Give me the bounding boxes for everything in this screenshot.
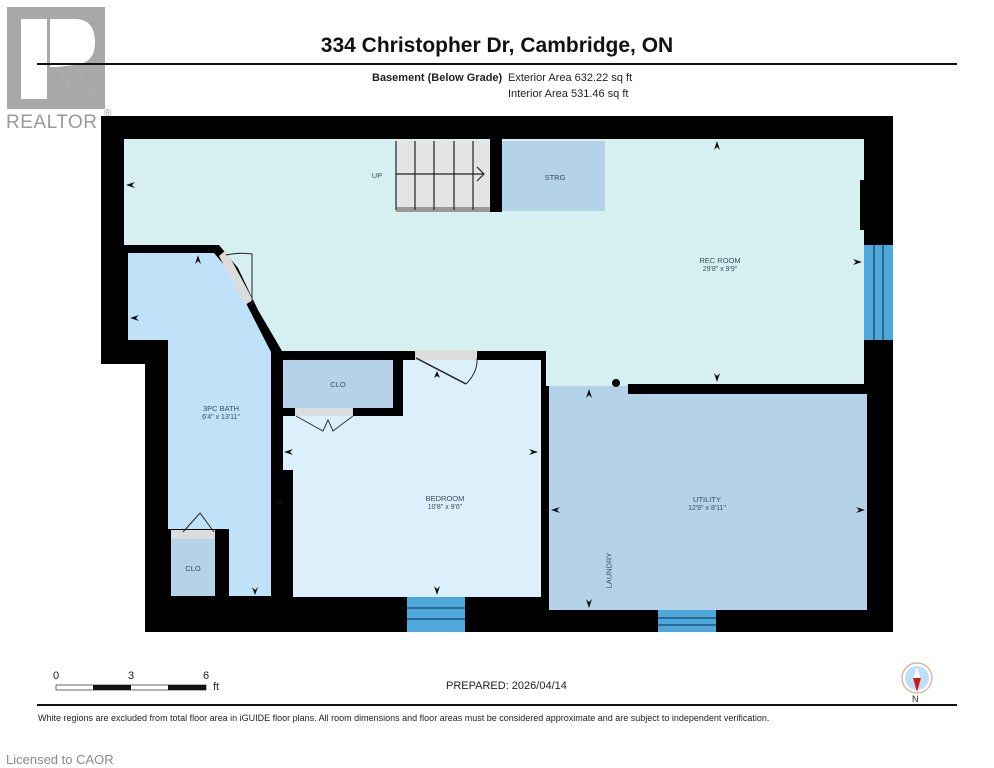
- realtor-logo: [7, 7, 105, 109]
- room-label-storage: STRG: [544, 173, 566, 182]
- room-name: BEDROOM: [425, 494, 465, 503]
- bath-area: [128, 253, 271, 596]
- room-label-bedroom: BEDROOM 10'8" x 9'6": [410, 494, 480, 512]
- storage-area: [502, 141, 605, 211]
- laundry-label: LAUNDRY: [604, 552, 614, 589]
- scale-label-6: 6: [203, 670, 210, 682]
- realtor-wordmark: REALTOR: [6, 112, 98, 133]
- footer-divider: [37, 704, 957, 706]
- room-dimensions: 6'4" x 13'11": [202, 414, 240, 421]
- compass-icon: [901, 662, 933, 694]
- realtor-r-icon: [21, 19, 95, 99]
- room-label-bath: 3PC BATH 6'4" x 13'11": [186, 404, 256, 422]
- room-label-bedroom-closet: CLO: [330, 380, 346, 389]
- license-watermark: Licensed to CAOR: [6, 752, 114, 767]
- room-dimensions: 12'9" x 8'11": [688, 505, 726, 512]
- interior-area: Interior Area 531.46 sq ft: [508, 88, 629, 100]
- room-name: 3PC BATH: [202, 404, 240, 413]
- window-east: [864, 245, 893, 340]
- room-label-utility: UTILITY 12'9" x 8'11": [672, 495, 742, 513]
- utility-area: [549, 386, 867, 610]
- scale-labels: 0 3 6: [53, 670, 209, 682]
- scale-label-0: 0: [53, 670, 60, 682]
- room-name: REC ROOM: [699, 256, 741, 265]
- stairs-up-label: UP: [371, 171, 383, 180]
- stairs: [395, 139, 502, 212]
- prepared-date: PREPARED: 2026/04/14: [446, 680, 567, 692]
- room-label-rec-room: REC ROOM 29'8" x 9'9": [685, 256, 755, 274]
- dimension-arrows: [126, 141, 865, 608]
- scale-bar: [55, 684, 207, 691]
- room-label-bath-closet: CLO: [185, 564, 201, 573]
- title-divider: [37, 63, 957, 65]
- window-utility: [658, 610, 716, 632]
- room-dimensions: 29'8" x 9'9": [702, 266, 738, 273]
- registered-mark: ®: [104, 108, 112, 119]
- exterior-area: Exterior Area 632.22 sq ft: [508, 72, 633, 84]
- scale-unit: ft: [213, 681, 220, 693]
- rec-room-area: [124, 139, 864, 394]
- compass-north-label: N: [912, 694, 919, 704]
- bath-closet: [171, 539, 215, 596]
- disclaimer-text: White regions are excluded from total fl…: [38, 713, 770, 723]
- page-title: 334 Christopher Dr, Cambridge, ON: [320, 34, 674, 57]
- floor-level-label: Basement (Below Grade): [372, 72, 503, 84]
- scale-label-3: 3: [128, 670, 135, 682]
- window-bedroom: [407, 597, 465, 632]
- room-name: UTILITY: [693, 495, 721, 504]
- bedroom-closet: [283, 360, 393, 408]
- room-dimensions: 10'8" x 9'6": [427, 504, 463, 511]
